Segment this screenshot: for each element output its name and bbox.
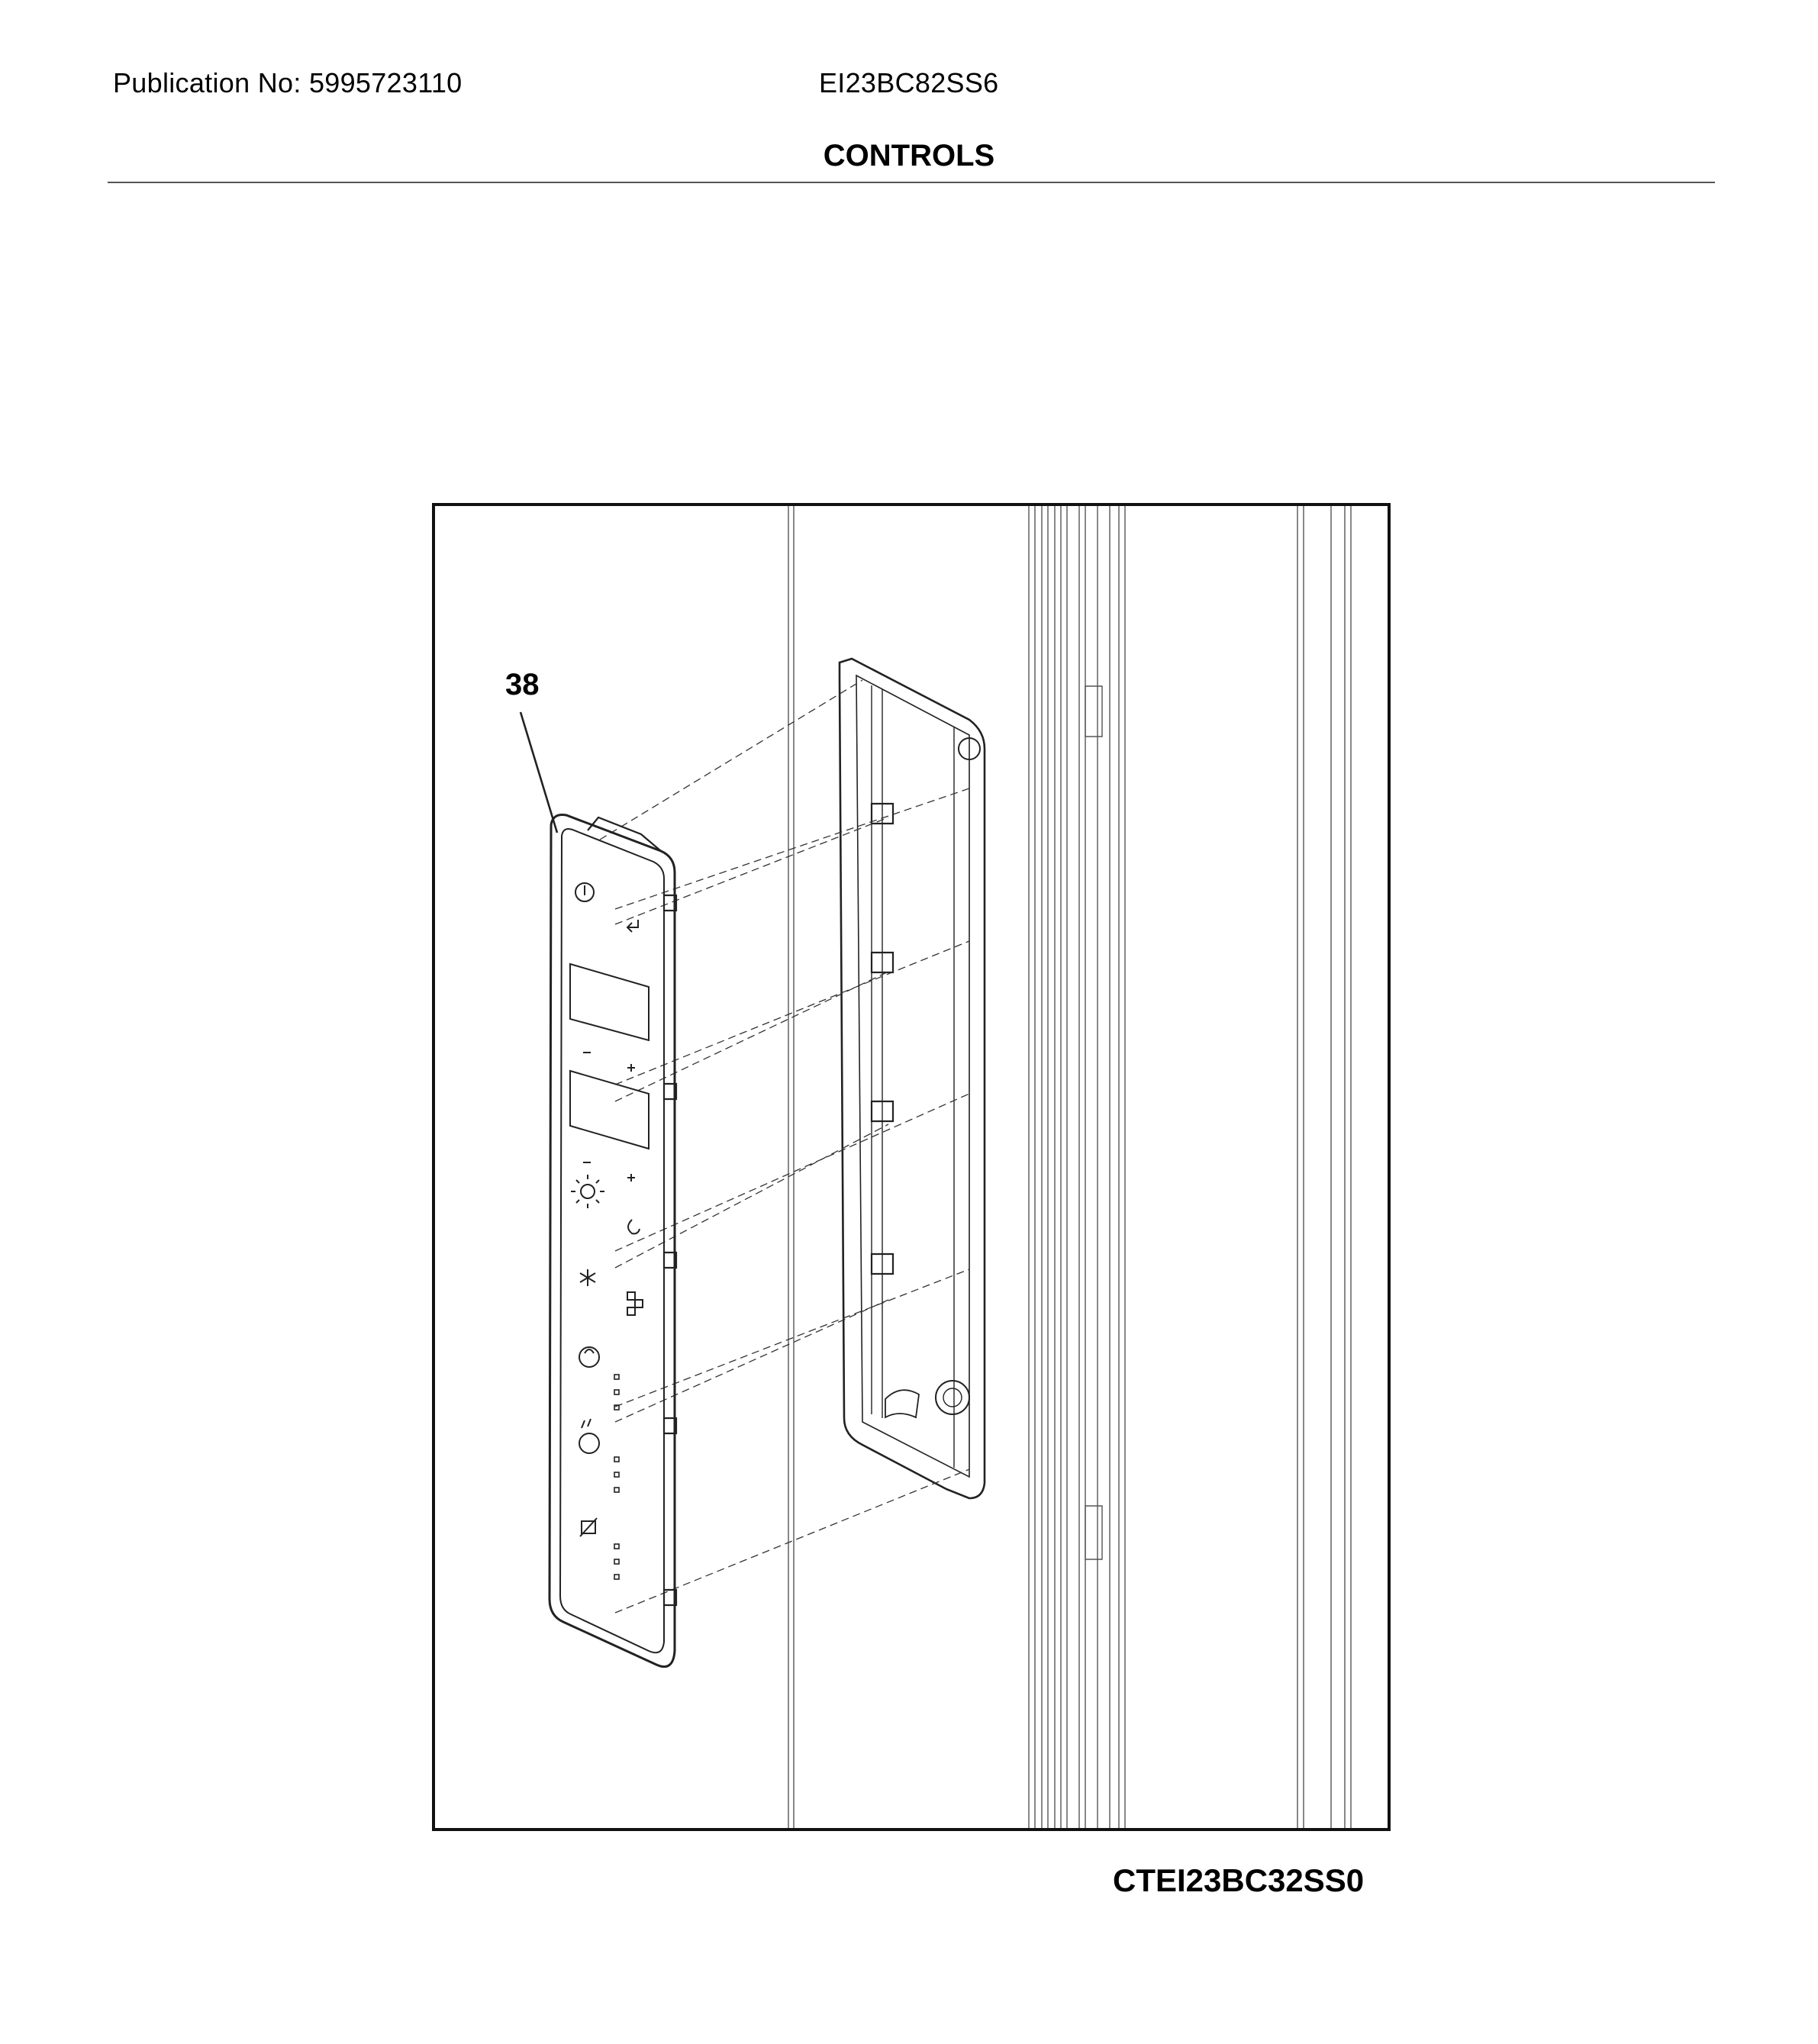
panel-icons	[571, 882, 643, 1580]
lock-icon	[626, 920, 639, 933]
ice-maker-icon	[627, 1219, 640, 1235]
fast-freeze-icon	[579, 1269, 596, 1286]
section-title: CONTROLS	[823, 139, 995, 172]
door-frame-lines	[788, 506, 1352, 1828]
indicator-leds	[614, 1374, 620, 1580]
power-icon	[575, 882, 595, 902]
callout-38-leader	[519, 711, 559, 833]
control-panel	[548, 814, 678, 1668]
minus-plus-marks	[583, 1052, 635, 1182]
alarm-off-icon	[579, 1517, 598, 1537]
header-divider	[108, 182, 1715, 183]
light-icon	[571, 1175, 604, 1208]
air-filter-icon	[579, 1418, 600, 1454]
model-number: EI23BC82SS6	[819, 67, 999, 98]
water-filter-icon	[579, 1346, 600, 1368]
exploded-diagram: 38	[432, 503, 1391, 1831]
callout-38-label: 38	[505, 668, 540, 701]
diagram-canvas	[519, 506, 1352, 1828]
ice-cubes-icon	[627, 1291, 643, 1316]
control-housing	[838, 657, 986, 1500]
drawing-code: CTEI23BC32SS0	[1113, 1862, 1365, 1898]
publication-number: Publication No: 5995723110	[113, 67, 463, 98]
